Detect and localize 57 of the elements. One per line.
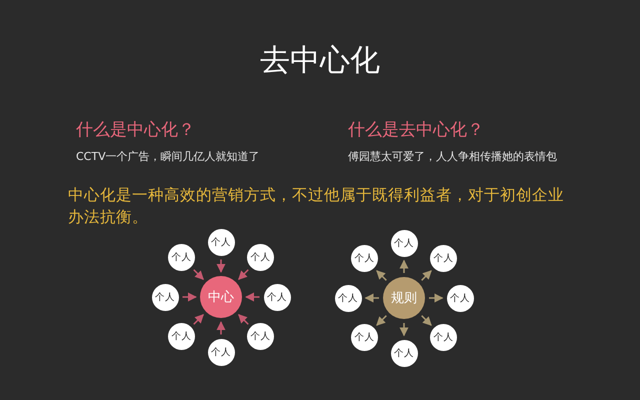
node-label: 个人 <box>354 331 374 344</box>
person-circle <box>430 244 458 272</box>
node-label: 规则 <box>391 290 417 307</box>
arrow <box>400 260 408 273</box>
node-label: 个人 <box>171 330 192 344</box>
title: 去中心化 <box>259 42 381 80</box>
node-label: 个人 <box>155 290 175 304</box>
node-label: 个人 <box>250 250 271 264</box>
person-circle <box>430 324 458 352</box>
arrow <box>193 269 204 280</box>
arrow <box>245 292 260 302</box>
node-label: 个人 <box>394 346 414 360</box>
person-circle <box>247 323 274 350</box>
example-text: 傅园慧太可爱了，人人争相传播她的表情包 <box>348 149 557 165</box>
node-label: 个人 <box>394 236 414 250</box>
heading: 什么是中心化？ <box>76 119 195 142</box>
arrow <box>421 270 432 281</box>
person-circle <box>168 244 195 271</box>
heading: 什么是去中心化？ <box>348 119 484 142</box>
arrow <box>376 270 387 281</box>
arrow <box>400 323 408 336</box>
node-label: 中心 <box>208 289 234 306</box>
node-label: 个人 <box>338 292 358 304</box>
center-circle <box>200 276 242 318</box>
node-label: 个人 <box>250 330 271 344</box>
center-circle <box>383 277 425 319</box>
arrow <box>421 315 432 326</box>
person-circle <box>350 324 378 352</box>
person-circle <box>390 340 418 366</box>
arrow <box>238 314 249 325</box>
node-label: 个人 <box>171 250 192 264</box>
person-circle <box>390 230 418 256</box>
arrow <box>238 269 249 280</box>
node-label: 个人 <box>434 252 454 265</box>
example-text: CCTV一个广告，瞬间几亿人就知道了 <box>76 149 260 165</box>
node-label: 个人 <box>434 331 454 344</box>
arrow <box>216 321 226 334</box>
arrow <box>376 315 387 326</box>
node-label: 个人 <box>267 290 287 304</box>
node-label: 个人 <box>211 346 231 358</box>
arrow <box>429 294 444 302</box>
person-circle <box>152 284 178 310</box>
person-circle <box>247 244 274 271</box>
person-circle <box>334 284 362 312</box>
arrow <box>182 292 197 302</box>
person-circle <box>264 284 290 310</box>
node-label: 个人 <box>211 236 231 248</box>
arrow <box>364 294 379 302</box>
conclusion-text: 中心化是一种高效的营销方式，不过他属于既得利益者，对于初创企业办法抗衡。 <box>68 185 565 228</box>
node-label: 个人 <box>450 292 470 304</box>
person-circle <box>208 228 234 256</box>
node-label: 个人 <box>354 252 374 265</box>
person-circle <box>350 244 378 272</box>
person-circle <box>168 323 195 350</box>
person-circle <box>208 338 234 366</box>
arrow <box>193 314 204 325</box>
person-circle <box>446 284 474 312</box>
